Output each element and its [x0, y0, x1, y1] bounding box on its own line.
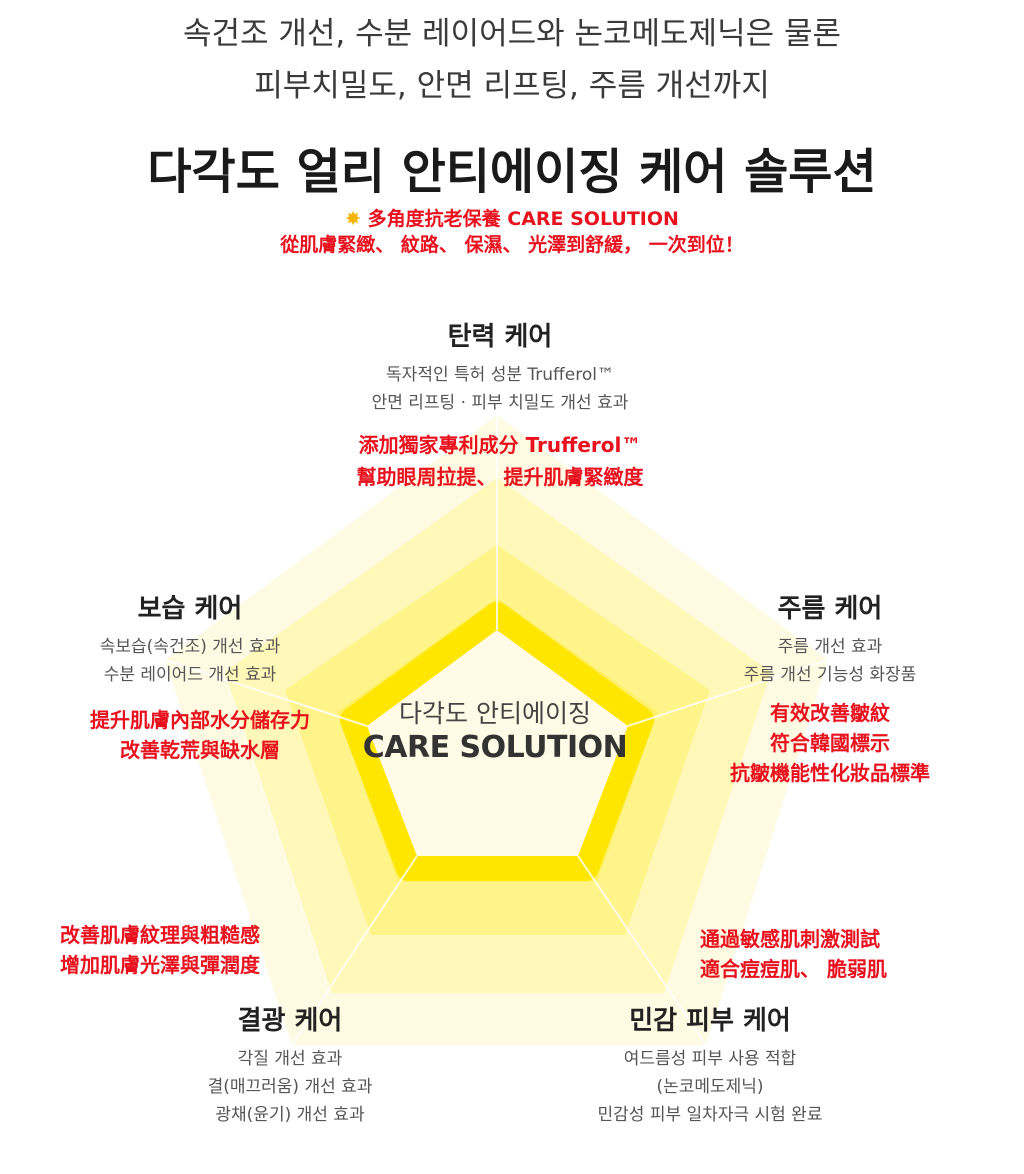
pentagon-ring: [340, 602, 654, 881]
elasticity-note-2: 幫助眼周拉提、 提升肌膚緊緻度: [356, 465, 644, 489]
center-title: CARE SOLUTION: [362, 730, 628, 765]
texture-note-2: 增加肌膚光澤與彈潤度: [60, 953, 260, 977]
sparkle-icon: ✸: [345, 208, 362, 230]
wrinkle-note-1: 有效改善皺紋: [770, 701, 890, 725]
header-line-2: 피부치밀도, 안면 리프팅, 주름 개선까지: [254, 68, 770, 104]
center-subtitle: 다각도 안티에이징: [399, 699, 591, 728]
wrinkle-desc-1: 주름 개선 효과: [777, 637, 883, 657]
sensitive-desc-3: 민감성 피부 일차자극 시험 완료: [597, 1105, 823, 1125]
sensitive-title: 민감 피부 케어: [629, 1006, 791, 1036]
pentagon-inner: [367, 630, 628, 856]
sensitive-desc-1: 여드름성 피부 사용 적합: [623, 1049, 797, 1069]
wrinkle-desc-2: 주름 개선 기능성 화장품: [743, 665, 917, 685]
elasticity-desc-1: 독자적인 특허 성분 Trufferol™: [386, 365, 614, 385]
moisture-title: 보습 케어: [137, 594, 243, 624]
texture-desc-1: 각질 개선 효과: [237, 1049, 343, 1069]
texture-note-1: 改善肌膚紋理與粗糙感: [60, 923, 260, 947]
wrinkle-title: 주름 케어: [777, 594, 883, 624]
sensitive-note-1: 通過敏感肌刺激測試: [700, 927, 880, 951]
texture-desc-3: 광채(윤기) 개선 효과: [215, 1105, 365, 1125]
texture-title: 결광 케어: [237, 1006, 343, 1036]
moisture-note-1: 提升肌膚內部水分儲存力: [90, 708, 310, 732]
moisture-desc-2: 수분 레이어드 개선 효과: [103, 665, 277, 685]
page-title: 다각도 얼리 안티에이징 케어 솔루션: [147, 144, 877, 200]
elasticity-title: 탄력 케어: [447, 322, 553, 352]
wrinkle-note-3: 抗皺機能性化妝品標準: [730, 761, 930, 785]
pentagon-spokes: [164, 415, 829, 1046]
elasticity-note-1: 添加獨家專利成分 Trufferol™: [358, 433, 642, 457]
elasticity-desc-2: 안면 리프팅 · 피부 치밀도 개선 효과: [371, 393, 629, 413]
chinese-header-line-1: ✸ 多角度抗老保養 CARE SOLUTION: [0, 206, 1024, 232]
sensitive-note-2: 適合痘痘肌、 脆弱肌: [700, 957, 887, 981]
chinese-header-line-1-text: 多角度抗老保養 CARE SOLUTION: [367, 208, 679, 230]
texture-desc-2: 결(매끄러움) 개선 효과: [207, 1077, 373, 1097]
moisture-note-2: 改善乾荒與缺水層: [120, 738, 280, 762]
header-line-1: 속건조 개선, 수분 레이어드와 논코메도제닉은 물론: [182, 16, 842, 52]
wrinkle-note-2: 符合韓國標示: [770, 731, 890, 755]
sensitive-desc-2: (논코메도제닉): [656, 1077, 764, 1097]
chinese-header-line-2: 從肌膚緊緻、 紋路、 保濕、 光澤到舒緩， 一次到位！: [280, 234, 744, 256]
moisture-desc-1: 속보습(속건조) 개선 효과: [99, 637, 281, 657]
